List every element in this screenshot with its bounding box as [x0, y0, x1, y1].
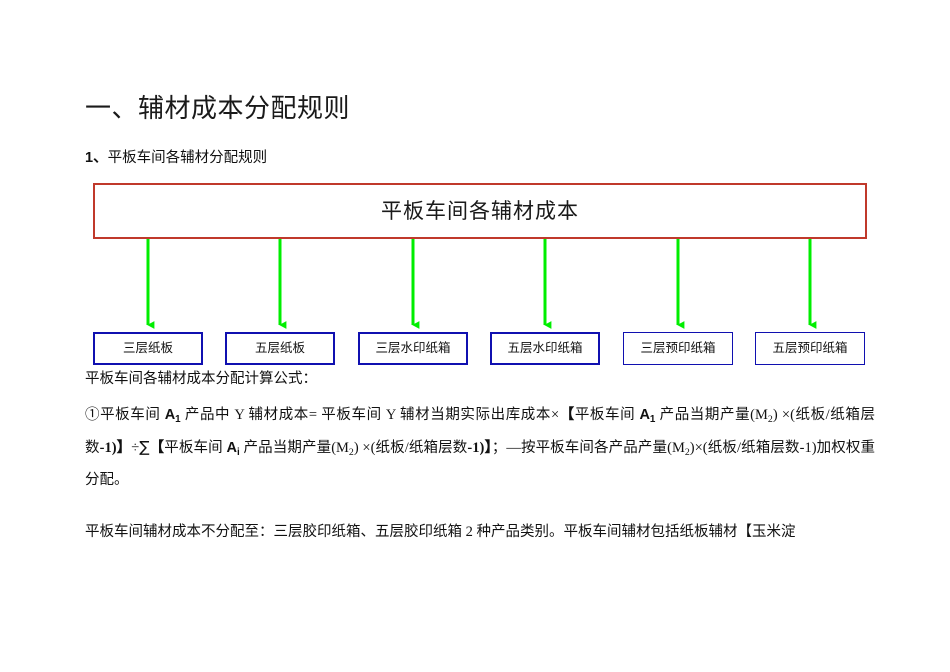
- formula-seg-6: 平板车间: [164, 440, 227, 456]
- diagram-leaf-label-4: 五层水印纸箱: [507, 341, 583, 355]
- formula-marker: ①: [85, 407, 101, 423]
- formula-seg-1: 平板车间: [100, 407, 165, 423]
- formula-bracket-open-2: 【: [149, 440, 165, 456]
- formula-bracket-open-1: 【: [559, 407, 575, 423]
- diagram-leaf-label-5: 三层预印纸箱: [640, 341, 716, 355]
- formula-var-a1b-subscript: 1: [649, 413, 656, 425]
- formula-var-ai: A: [226, 440, 237, 456]
- diagram-leaf-label-2: 五层纸板: [254, 341, 305, 355]
- formula-seg-3: 平板车间: [574, 407, 640, 423]
- diagram-leaf-label-6: 五层预印纸箱: [772, 341, 848, 355]
- formula-bold-2: -1)】: [467, 440, 492, 456]
- formula-bold-1: -1)】: [99, 440, 132, 456]
- page-title: 一、辅材成本分配规则: [85, 94, 351, 123]
- diagram-leaf-node-3: 三层水印纸箱: [358, 332, 468, 365]
- formula-intro-paragraph: 平板车间各辅材成本分配计算公式：: [85, 371, 317, 387]
- diagram-leaf-row: 三层纸板 五层纸板 三层水印纸箱 五层水印纸箱 三层预印纸箱 五层预印纸箱: [93, 332, 867, 365]
- arrow-group: [146, 239, 817, 329]
- formula-seg-4: 产品当期产量(M: [655, 407, 768, 423]
- formula-paragraph: ①平板车间 A1 产品中 Y 辅材成本= 平板车间 Y 辅材当期实际出库成本×【…: [85, 399, 875, 496]
- formula-seg-10: )×(纸板/纸箱层数-1)加权权重分配。: [85, 440, 876, 488]
- diagram-leaf-node-2: 五层纸板: [225, 332, 335, 365]
- formula-seg-7: 产品当期产量(M: [239, 440, 349, 456]
- section-heading-label: 平板车间各辅材分配规则: [107, 150, 268, 166]
- formula-var-a1b: A: [639, 407, 650, 423]
- diagram-connectors: [93, 239, 867, 334]
- formula-divide: ÷: [131, 440, 140, 456]
- connector-arrows-svg: [146, 239, 817, 329]
- diagram-leaf-label-1: 三层纸板: [122, 341, 173, 355]
- formula-var-a1-subscript: 1: [175, 413, 181, 425]
- diagram-leaf-node-4: 五层水印纸箱: [490, 332, 600, 365]
- section-number: 1、: [85, 150, 108, 166]
- formula-m-subscript-1: 2: [767, 413, 773, 425]
- formula-seg-5: ) ×(纸板/纸箱层数: [85, 407, 875, 456]
- diagram-leaf-label-3: 三层水印纸箱: [375, 341, 451, 355]
- formula-m-subscript-2: 2: [348, 446, 354, 458]
- diagram-leaf-node-1: 三层纸板: [93, 332, 203, 365]
- formula-seg-8: ) ×(纸板/纸箱层数: [353, 440, 468, 456]
- formula-seg-2: 产品中 Y 辅材成本= 平板车间 Y 辅材当期实际出库成本×: [180, 407, 560, 423]
- formula-seg-9: ；—按平板车间各产品产量(M: [491, 440, 685, 456]
- diagram-leaf-node-6: 五层预印纸箱: [755, 332, 865, 365]
- cost-allocation-diagram: 平板车间各辅材成本: [93, 183, 867, 365]
- formula-sigma: ∑: [139, 438, 150, 456]
- diagram-leaf-node-5: 三层预印纸箱: [623, 332, 733, 365]
- formula-var-a1: A: [164, 407, 176, 423]
- note-paragraph: 平板车间辅材成本不分配至：三层胶印纸箱、五层胶印纸箱 2 种产品类别。平板车间辅…: [85, 524, 796, 540]
- formula-var-ai-subscript: i: [236, 446, 240, 458]
- diagram-root-label: 平板车间各辅材成本: [381, 199, 579, 223]
- formula-m-subscript-3: 2: [684, 446, 690, 458]
- diagram-root-node: 平板车间各辅材成本: [93, 183, 867, 239]
- section-heading: 1、平板车间各辅材分配规则: [85, 148, 267, 168]
